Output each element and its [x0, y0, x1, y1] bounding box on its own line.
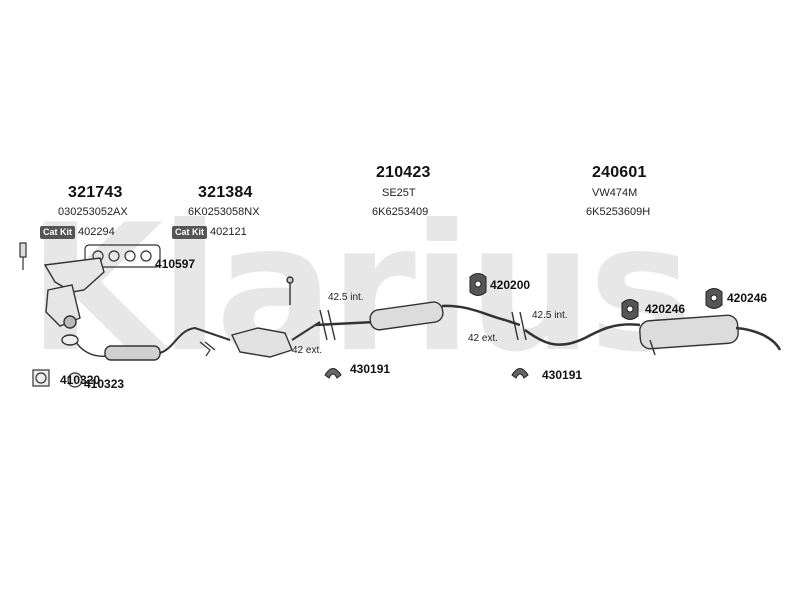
- oe-number-210423: 6K6253409: [372, 206, 429, 218]
- fitting-410320: 410320: [60, 373, 101, 387]
- part-code-240601: VW474M: [592, 187, 638, 199]
- clamp-icon: [324, 368, 342, 379]
- fitting-420246: 420246: [645, 302, 686, 316]
- dimension-internal: 42.5 int.: [532, 310, 568, 321]
- rubber-mount-icon: [621, 299, 639, 320]
- fitting-410597: 410597: [155, 257, 196, 271]
- front-pipe-icon: [61, 326, 231, 361]
- dimension-internal: 42.5 int.: [328, 292, 364, 303]
- fitting-420200: 420200: [490, 278, 531, 292]
- fitting-420246: 420246: [727, 291, 768, 305]
- catkit-badge: Cat Kit: [40, 226, 75, 239]
- catkit-number-402294: 402294: [78, 226, 115, 238]
- rubber-mount-icon: [469, 273, 487, 296]
- oe-number-321743: 030253052AX: [58, 206, 128, 218]
- manifold-catalyst-icon: [43, 257, 105, 329]
- bracket-icon: [199, 341, 211, 357]
- part-number-210423: 210423: [376, 164, 431, 181]
- catkit-badge: Cat Kit: [172, 226, 207, 239]
- fitting-430191: 430191: [542, 368, 583, 382]
- oe-number-321384: 6K0253058NX: [188, 206, 260, 218]
- oxygen-sensor-icon: [19, 242, 27, 270]
- clamp-icon: [511, 368, 529, 379]
- rubber-mount-icon: [705, 288, 723, 309]
- gasket-ring-icon: [32, 369, 50, 387]
- oe-number-240601: 6K5253609H: [586, 206, 651, 218]
- dimension-external: 42 ext.: [292, 345, 323, 356]
- rear-silencer-icon: [504, 311, 782, 356]
- part-number-321743: 321743: [68, 184, 123, 201]
- part-number-240601: 240601: [592, 164, 647, 181]
- catkit-number-402121: 402121: [210, 226, 247, 238]
- gasket-ring-icon: [67, 372, 83, 388]
- part-code-210423: SE25T: [382, 187, 416, 199]
- dimension-external: 42 ext.: [468, 333, 499, 344]
- middle-silencer-icon: [314, 301, 506, 341]
- fitting-410323: 410323: [84, 377, 125, 391]
- fitting-430191: 430191: [350, 362, 391, 376]
- part-number-321384: 321384: [198, 184, 253, 201]
